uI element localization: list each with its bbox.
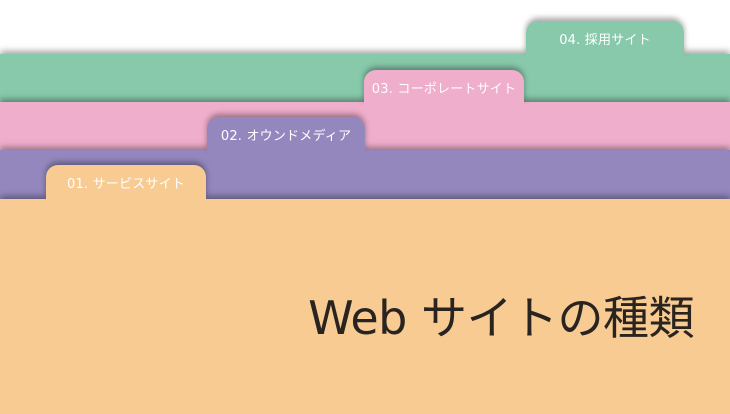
folder-band-service xyxy=(0,199,730,414)
tab-owned-media[interactable]: 02. オウンドメディア xyxy=(207,117,365,159)
tab-label: 04. 採用サイト xyxy=(559,32,651,48)
tab-label: 01. サービスサイト xyxy=(66,176,185,192)
tab-corporate-site[interactable]: 03. コーポレートサイト xyxy=(364,70,524,112)
tab-label: 02. オウンドメディア xyxy=(220,128,352,144)
tab-recruit-site[interactable]: 04. 採用サイト xyxy=(526,21,684,63)
tab-service-site[interactable]: 01. サービスサイト xyxy=(46,165,206,207)
page-title: Web サイトの種類 xyxy=(308,291,694,345)
tab-label: 03. コーポレートサイト xyxy=(371,81,517,97)
